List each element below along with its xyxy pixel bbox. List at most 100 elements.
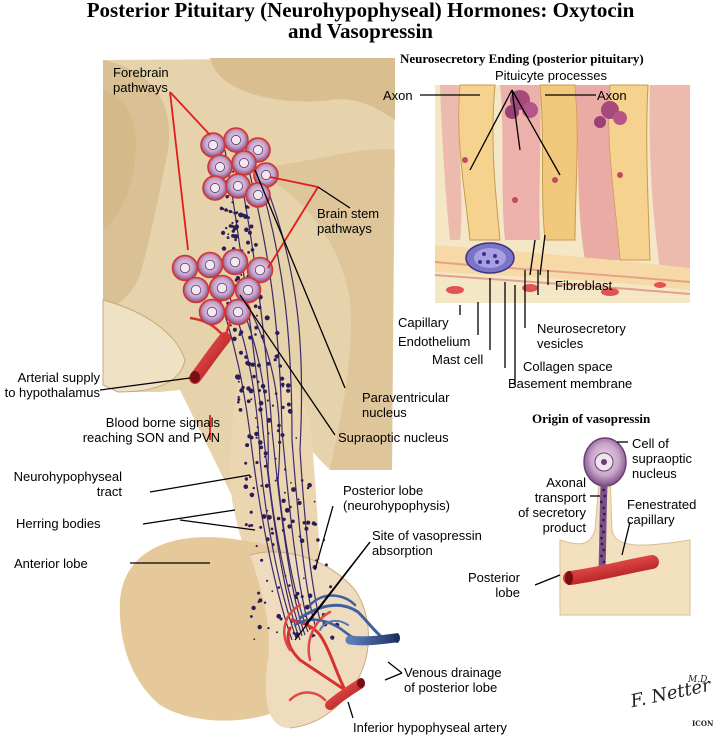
herring-body [267, 432, 270, 435]
herring-body [258, 598, 263, 603]
herring-body [261, 514, 267, 519]
neuron-nucleus [206, 306, 218, 318]
herring-body [307, 593, 313, 599]
herring-body [288, 584, 291, 587]
herring-body [263, 451, 268, 456]
herring-body [234, 238, 237, 242]
herring-body [248, 335, 253, 340]
herring-body [256, 380, 260, 384]
neuron-nucleus [232, 306, 244, 318]
herring-body [274, 457, 277, 460]
herring-body [267, 627, 270, 630]
herring-body [231, 201, 234, 204]
secretory-granule [600, 542, 604, 546]
herring-body [244, 227, 249, 233]
herring-body [232, 327, 237, 332]
secretory-granule [600, 536, 603, 540]
label-supraoptic-nucleus: Supraoptic nucleus [338, 430, 449, 445]
herring-body [276, 631, 278, 634]
secretory-granule [599, 500, 603, 504]
neuron-nucleus [229, 256, 241, 268]
herring-body [252, 374, 256, 379]
neuron-nucleus [261, 170, 271, 180]
herring-body [287, 408, 293, 414]
artery-opening [357, 678, 365, 688]
herring-body [291, 519, 295, 524]
secretory-granule [602, 560, 606, 564]
neuron-nucleus [204, 259, 216, 271]
herring-body [249, 492, 255, 498]
herring-body [255, 436, 258, 439]
herring-body [248, 524, 252, 528]
herring-body [237, 395, 240, 399]
herring-body [260, 383, 266, 389]
herring-body [271, 404, 274, 407]
herring-body [246, 361, 252, 367]
herring-body [235, 219, 239, 223]
herring-body [246, 240, 250, 245]
herring-body [234, 278, 238, 282]
herring-body [238, 408, 243, 412]
herring-body [253, 638, 256, 641]
neuron-nucleus [216, 282, 228, 294]
herring-body [232, 170, 235, 173]
herring-body [227, 233, 230, 236]
herring-body [226, 236, 230, 240]
herring-body [246, 399, 251, 404]
herring-body [244, 355, 248, 359]
herring-body [257, 305, 262, 310]
herring-body [225, 226, 228, 230]
herring-body [279, 617, 283, 621]
herring-body [281, 498, 286, 503]
secretory-granule [602, 548, 606, 552]
herring-body [330, 635, 335, 640]
herring-body [276, 516, 281, 521]
herring-body [304, 604, 310, 610]
herring-body [271, 531, 274, 535]
herring-body [284, 575, 287, 577]
herring-body [254, 417, 257, 419]
herring-body [250, 248, 255, 252]
herring-body [276, 613, 282, 619]
title-line-1: Posterior Pituitary (Neurohypophyseal) H… [86, 0, 635, 22]
herring-body [266, 399, 269, 402]
herring-body [300, 595, 304, 599]
label-collagen-space: Collagen space [523, 359, 613, 374]
herring-body [230, 224, 234, 228]
herring-body [290, 482, 292, 484]
herring-body [253, 304, 258, 309]
neuron-nucleus [215, 162, 225, 172]
herring-body [270, 527, 274, 531]
leader-lines [99, 89, 631, 719]
herring-body [248, 388, 254, 394]
label-endothelium: Endothelium [398, 334, 471, 349]
herring-body [255, 544, 258, 548]
herring-body [258, 389, 261, 392]
label-forebrain-pathways: Forebrain pathways [113, 65, 169, 95]
herring-body [283, 491, 286, 494]
herring-body-dots [219, 168, 340, 641]
herring-body [235, 212, 238, 215]
herring-body [221, 230, 226, 235]
herring-body [281, 529, 285, 532]
herring-body [247, 216, 250, 219]
herring-body [249, 475, 252, 479]
label-blood-borne-signals: Blood borne signals reaching SON and PVN [82, 415, 220, 445]
herring-body [273, 358, 277, 362]
herring-body [289, 505, 292, 509]
herring-body [306, 486, 310, 490]
label-inferior-hypophyseal-artery: Inferior hypophyseal artery [353, 720, 507, 735]
herring-body [260, 334, 265, 339]
herring-body [300, 479, 304, 482]
herring-body [263, 464, 267, 468]
herring-body [239, 350, 243, 355]
herring-body [249, 224, 254, 229]
herring-body [282, 517, 286, 521]
label-axon-left: Axon [383, 88, 413, 103]
herring-body [263, 389, 267, 394]
herring-body [275, 354, 280, 359]
herring-body [313, 500, 316, 503]
herring-body [254, 243, 258, 247]
herring-body [281, 385, 284, 388]
